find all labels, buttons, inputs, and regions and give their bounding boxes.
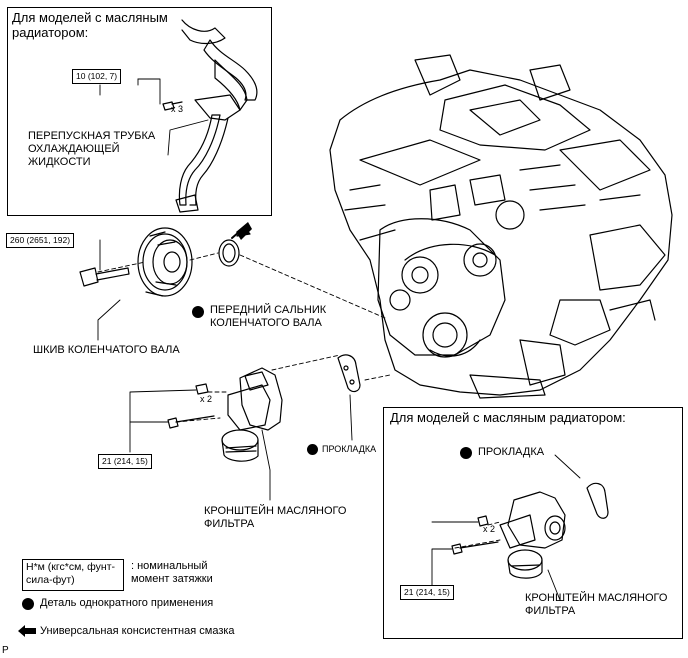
oil-filter-bracket-alt-label-line1: КРОНШТЕЙН МАСЛЯНОГО xyxy=(525,592,668,604)
bottom-box-title: Для моделей с масляным радиатором: xyxy=(390,410,626,425)
torque-spec-bracket: 21 (214, 15) xyxy=(98,454,152,469)
oil-cooler-bracket-box xyxy=(383,407,683,639)
oil-filter-bracket-label-line1: КРОНШТЕЙН МАСЛЯНОГО xyxy=(204,505,347,517)
grease-arrow-icon xyxy=(18,625,36,637)
alignment-lines xyxy=(97,252,501,549)
bypass-pipe-label-line1: ПЕРЕПУСКНАЯ ТРУБКА xyxy=(28,130,156,142)
coolant-bypass-box xyxy=(7,7,272,216)
grease-arrow-icon xyxy=(236,222,252,240)
front-seal-label-line1: ПЕРЕДНИЙ САЛЬНИК xyxy=(210,304,327,316)
torque-spec-bracket-alt: 21 (214, 15) xyxy=(400,585,454,600)
legend-non-reusable: Деталь однократного применения xyxy=(40,597,214,609)
gasket-label: ПРОКЛАДКА xyxy=(322,444,377,454)
legend-units-desc-line1: : номинальный xyxy=(131,560,208,572)
non-reusable-icon xyxy=(192,306,204,318)
qty-bracket-alt: x 2 xyxy=(483,524,496,534)
qty-bracket: x 2 xyxy=(200,394,213,404)
legend-torque-units-box xyxy=(22,559,124,591)
corner-mark: P xyxy=(2,645,9,656)
top-box-title-line2: радиатором: xyxy=(12,25,89,40)
legend-units-line2: сила-фут) xyxy=(26,574,75,586)
engine-drawing xyxy=(329,54,673,399)
gasket-drawing xyxy=(337,354,361,393)
front-seal-label-line2: КОЛЕНЧАТОГО ВАЛА xyxy=(210,317,322,329)
legend-units-desc-line2: момент затяжки xyxy=(131,573,213,585)
crankshaft-pulley-label: ШКИВ КОЛЕНЧАТОГО ВАЛА xyxy=(33,344,180,356)
bypass-pipe-label-line3: ЖИДКОСТИ xyxy=(28,156,91,168)
torque-spec-bypass: 10 (102, 7) xyxy=(72,69,122,84)
non-reusable-icon xyxy=(460,447,472,459)
leader-lines xyxy=(97,78,581,601)
top-box-title-line1: Для моделей с масляным xyxy=(12,10,168,25)
legend-grease: Универсальная консистентная смазка xyxy=(40,625,235,637)
pulley-drawing xyxy=(79,225,247,297)
bypass-pipe-label-line2: ОХЛАЖДАЮЩЕЙ xyxy=(28,143,120,155)
non-reusable-icon xyxy=(22,598,34,610)
oil-filter-bracket-alt-drawing xyxy=(451,482,609,579)
oil-filter-bracket-drawing xyxy=(167,367,283,462)
torque-spec-pulley: 260 (2651, 192) xyxy=(6,233,75,248)
bypass-pipe-drawing xyxy=(162,19,258,213)
oil-filter-bracket-label-line2: ФИЛЬТРА xyxy=(204,518,255,530)
bottom-gasket-label: ПРОКЛАДКА xyxy=(478,446,545,458)
oil-filter-bracket-alt-label-line2: ФИЛЬТРА xyxy=(525,605,576,617)
qty-bypass: x 3 xyxy=(171,104,184,114)
non-reusable-icon xyxy=(307,444,318,455)
legend-units-line1: Н*м (кгс*см, фунт- xyxy=(26,561,116,573)
